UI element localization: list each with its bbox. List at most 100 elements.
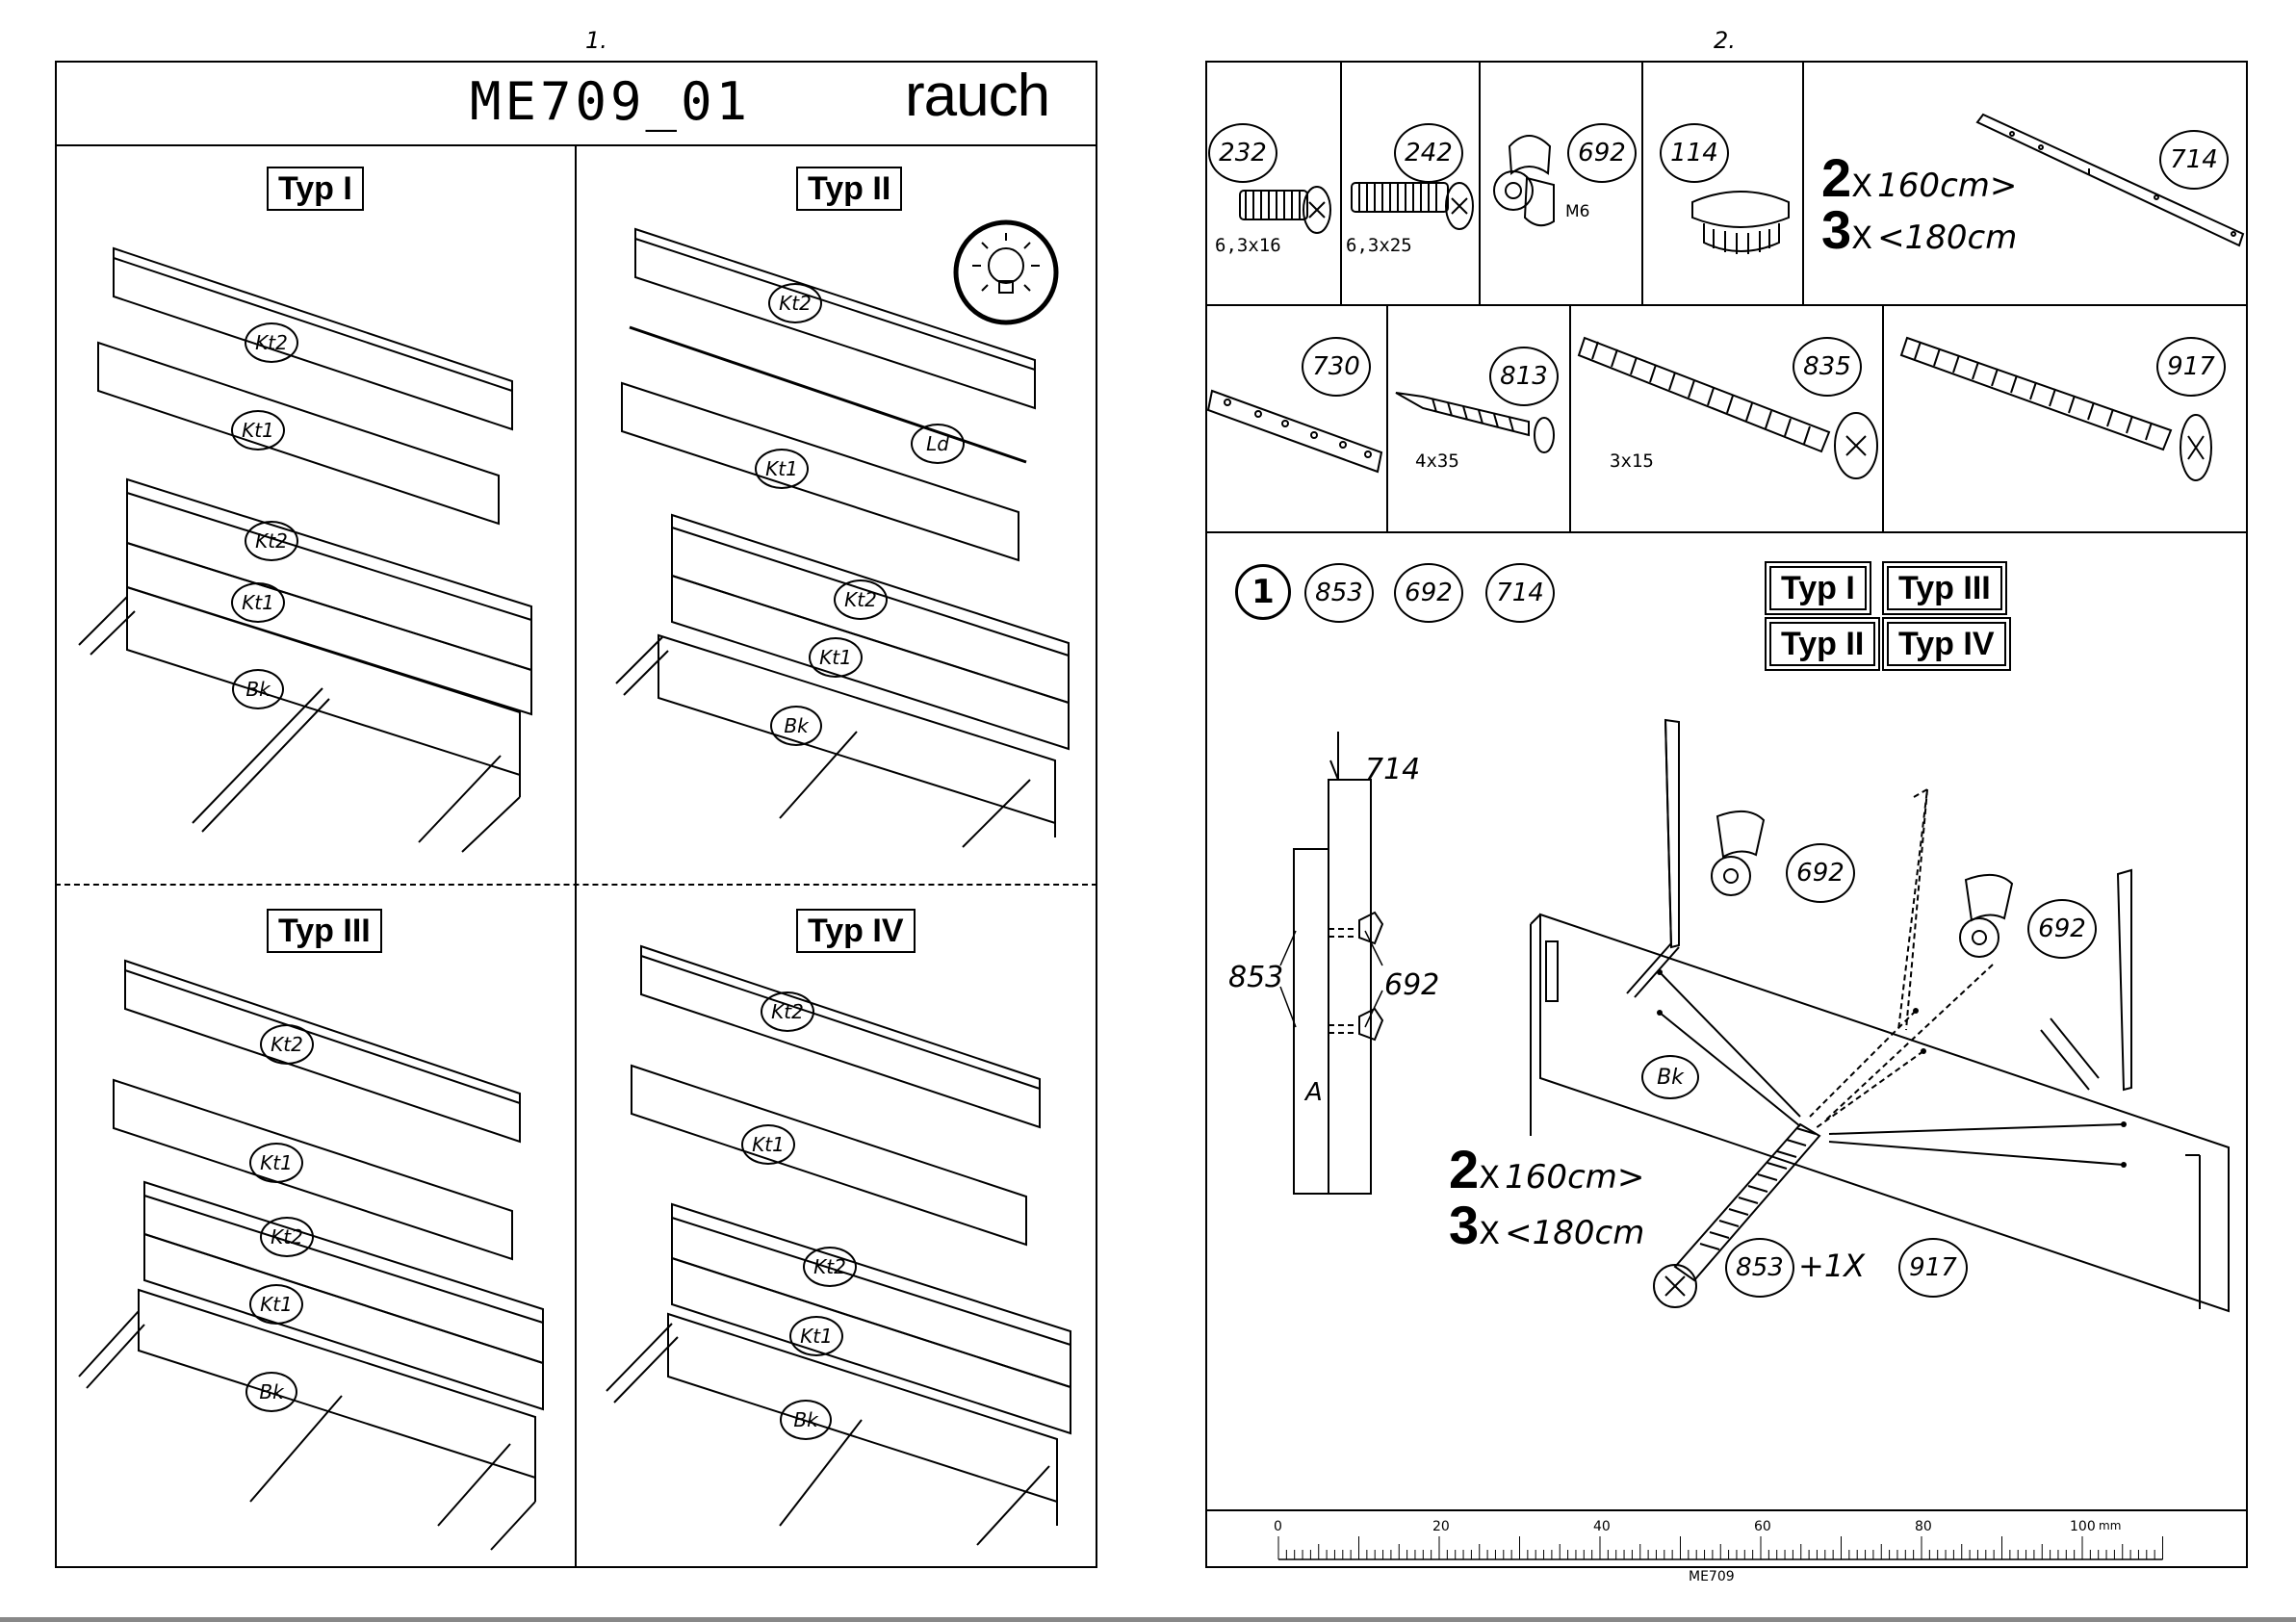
callout-kt1: Kt1 [755, 449, 809, 489]
callout-kt1: Kt1 [249, 1143, 303, 1183]
type-label-2: Typ II [796, 167, 903, 211]
quantity-714-over-160: 2X 160cm> [1821, 146, 2017, 209]
callout-kt1: Kt1 [249, 1284, 303, 1325]
quantity-multiplier: X [1479, 1159, 1501, 1196]
ruler-tick-label: 20 [1432, 1519, 1450, 1534]
callout-bk: Bk [245, 1372, 297, 1412]
callout-bolt-853: 853 [1725, 1238, 1794, 1298]
quantity-condition: 160cm> [1877, 167, 2018, 205]
callout-kt2: Kt2 [245, 521, 298, 561]
quantity-count: 3 [1449, 1195, 1480, 1255]
callout-692: 692 [1567, 123, 1637, 183]
quantity-multiplier: X [1851, 167, 1873, 204]
page-number: 2. [1714, 27, 1736, 54]
quantity-853-over-160: 2X 160cm> [1449, 1138, 1644, 1200]
ruler-tick-label: 0 [1274, 1519, 1282, 1534]
page-title: ME709_01 [470, 71, 752, 132]
ruler-divider [1205, 1509, 2248, 1511]
detail-leader-lines [1279, 930, 1383, 1028]
ruler-unit: mm [2099, 1519, 2122, 1532]
ruler-scale [1277, 1536, 2163, 1560]
type-label-3: Typ III [267, 909, 382, 953]
type-label-1: Typ I [267, 167, 364, 211]
callout-kt1: Kt1 [789, 1316, 843, 1356]
detail-label-bolt: 853 [1228, 961, 1284, 994]
ruler-tick-label: 40 [1593, 1519, 1611, 1534]
callout-835: 835 [1793, 337, 1862, 397]
quantity-853-under-180: 3X <180cm [1449, 1194, 1644, 1256]
quantity-714-under-180: 3X <180cm [1821, 198, 2017, 261]
assembly-drawing-typ-3 [78, 959, 544, 1551]
page-number: 1. [585, 27, 607, 54]
grid-line [1882, 304, 1884, 531]
rail-714-icon [1975, 113, 2245, 247]
callout-853: 853 [1304, 563, 1374, 623]
size-label: 6,3x25 [1346, 235, 1412, 256]
hardware-section-divider [1205, 531, 2248, 533]
callout-114: 114 [1660, 123, 1729, 183]
screw-813-icon [1395, 392, 1555, 453]
quantity-count: 2 [1821, 147, 1852, 208]
callout-kt2: Kt2 [245, 322, 298, 363]
ruler-tick-label: 100 [2070, 1519, 2096, 1534]
quantity-count: 3 [1821, 199, 1852, 260]
callout-232: 232 [1208, 123, 1277, 183]
grid-line [1479, 61, 1481, 304]
extra-quantity: +1X [1798, 1248, 1866, 1284]
callout-714: 714 [1485, 563, 1555, 623]
size-label: 3x15 [1610, 451, 1654, 472]
callout-kt2: Kt2 [803, 1247, 857, 1287]
plate-730-icon [1206, 389, 1383, 474]
detail-label-a: A [1305, 1078, 1323, 1107]
quantity-condition: 160cm> [1505, 1158, 1645, 1197]
bolt-917-icon [1899, 336, 2212, 481]
quantity-multiplier: X [1479, 1215, 1501, 1251]
size-label: 6,3x16 [1215, 235, 1281, 256]
hardware-row-divider [1205, 304, 2248, 306]
callout-bk: Bk [1641, 1055, 1699, 1099]
brand-logo: rauch [905, 63, 1050, 129]
callout-kt2: Kt2 [761, 991, 814, 1032]
page-frame [1205, 61, 2248, 1568]
callout-nut-692: 692 [1786, 843, 1855, 903]
size-label: M6 [1565, 202, 1590, 221]
panel-divider-vertical [575, 144, 577, 1568]
headboard-assembly-drawing [1530, 718, 2230, 1313]
lightbulb-icon [953, 219, 1059, 325]
detail-label-rail: 714 [1365, 753, 1421, 786]
callout-917: 917 [2156, 337, 2226, 397]
callout-kt1: Kt1 [809, 637, 863, 678]
end-cap-114-icon [1691, 191, 1790, 254]
quantity-multiplier: X [1851, 219, 1873, 256]
screw-242-icon [1351, 182, 1474, 230]
quantity-condition: <180cm [1877, 219, 2018, 257]
callout-kt1: Kt1 [231, 582, 285, 623]
page-bottom-edge [0, 1617, 2296, 1622]
callout-kt2: Kt2 [260, 1217, 314, 1257]
screw-232-icon [1239, 186, 1331, 234]
ruler-tick-label: 80 [1915, 1519, 1932, 1534]
type-label-typ-iv: Typ IV [1882, 617, 2011, 671]
callout-bk: Bk [780, 1400, 832, 1440]
assembly-drawing-typ-2 [615, 227, 1070, 848]
ruler-label: ME709 [1689, 1569, 1735, 1584]
grid-line [1802, 61, 1804, 304]
quantity-count: 2 [1449, 1139, 1480, 1199]
callout-ld: Ld [911, 424, 965, 464]
step-number: 1 [1235, 564, 1291, 620]
type-label-typ-ii: Typ II [1764, 617, 1881, 671]
callout-242: 242 [1394, 123, 1463, 183]
callout-692: 692 [1394, 563, 1463, 623]
callout-kt2: Kt2 [834, 579, 888, 620]
callout-917: 917 [1898, 1238, 1968, 1298]
callout-bk: Bk [770, 706, 822, 746]
callout-bk: Bk [232, 669, 284, 709]
callout-nut-692: 692 [2027, 899, 2097, 959]
assembly-drawing-typ-4 [606, 944, 1071, 1546]
grid-line [1386, 304, 1388, 531]
callout-714: 714 [2159, 130, 2229, 190]
type-label-typ-i: Typ I [1765, 561, 1871, 615]
assembly-drawing-typ-1 [78, 246, 532, 853]
panel-divider-dashed [55, 884, 1097, 886]
grid-line [1641, 61, 1643, 304]
